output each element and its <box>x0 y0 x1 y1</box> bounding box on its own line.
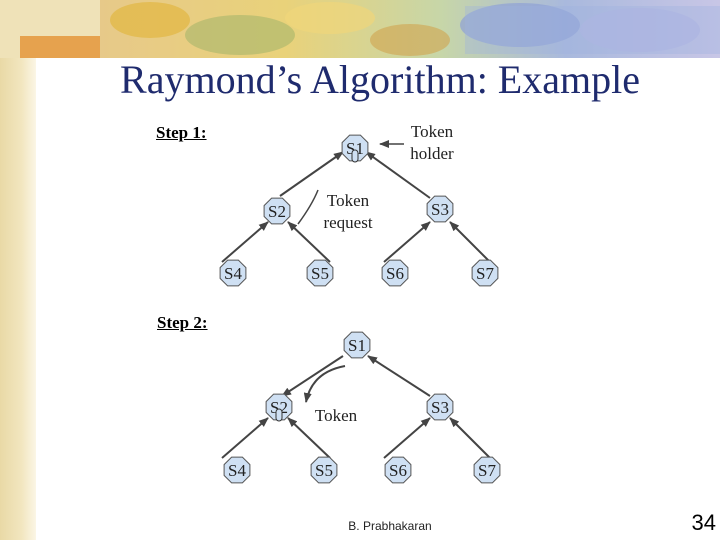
step1-node-s2: S2 <box>263 197 291 225</box>
step1-node-shape-s2 <box>263 197 291 225</box>
step1-node-shape-s3 <box>426 195 454 223</box>
step2-node-label-s5: S5 <box>315 461 333 480</box>
sidebar-decoration <box>0 0 36 540</box>
step1-label: Step 1: <box>156 123 207 142</box>
edge2-s3-s1 <box>367 355 431 397</box>
step2-node-s4: S4 <box>223 456 251 484</box>
step2-node-shape-s4 <box>223 456 251 484</box>
edge2-s5-s2 <box>287 417 331 459</box>
step2-edges <box>221 355 491 459</box>
token-request-line1: Token <box>326 191 370 210</box>
edge-s2-s1 <box>279 151 344 197</box>
step1-node-shape-s4 <box>219 259 247 287</box>
step1-node-s3: S3 <box>426 195 454 223</box>
edge-s4-s2 <box>221 221 269 263</box>
edge-s6-s3 <box>383 221 431 263</box>
token-label: Token <box>314 406 358 425</box>
step2-node-label-s7: S7 <box>478 461 496 480</box>
step2-node-label-s1: S1 <box>348 336 366 355</box>
step1-node-label-s1: S1 <box>346 139 364 158</box>
step1-node-s6: S6 <box>381 259 409 287</box>
banner-decoration <box>0 0 720 58</box>
step2-node-s3: S3 <box>426 393 454 421</box>
step2-node-label-s3: S3 <box>431 398 449 417</box>
step1-node-s4: S4 <box>219 259 247 287</box>
step2-node-s7: S7 <box>473 456 501 484</box>
edge2-s1-s2 <box>281 355 344 397</box>
step2-node-shape-s1 <box>343 331 371 359</box>
step1-node-label-s3: S3 <box>431 200 449 219</box>
edge2-s4-s2 <box>221 417 269 459</box>
step2-node-s6: S6 <box>384 456 412 484</box>
step1-node-label-s2: S2 <box>268 202 286 221</box>
step1-node-label-s6: S6 <box>386 264 404 283</box>
step2-node-s1: S1 <box>343 331 371 359</box>
step2-node-shape-s5 <box>310 456 338 484</box>
step1-node-s7: S7 <box>471 259 499 287</box>
step2-label: Step 2: <box>157 313 208 332</box>
token-passing-arrow <box>303 365 346 403</box>
token-request-label: Token request <box>314 190 382 234</box>
token-holder-line2: holder <box>410 144 454 163</box>
step1-node-label-s7: S7 <box>476 264 494 283</box>
footer-author: B. Prabhakaran <box>348 519 432 533</box>
step2-node-s5: S5 <box>310 456 338 484</box>
token-holder-label: Token holder <box>400 121 464 165</box>
step2-node-s2: S2 <box>265 393 293 422</box>
step1-node-label-s5: S5 <box>311 264 329 283</box>
step1-node-shape-s5 <box>306 259 334 287</box>
edge-s5-s2 <box>287 221 331 263</box>
banner-art <box>0 0 720 58</box>
token-holder-line1: Token <box>410 122 454 141</box>
step2-node-shape-s7 <box>473 456 501 484</box>
step1-node-shape-s7 <box>471 259 499 287</box>
step1-node-shape-s6 <box>381 259 409 287</box>
step2-node-label-s4: S4 <box>228 461 246 480</box>
step1-node-label-s4: S4 <box>224 264 242 283</box>
step2-node-label-s6: S6 <box>389 461 407 480</box>
edge2-s7-s3 <box>449 417 491 459</box>
token-request-line2: request <box>323 213 373 232</box>
step2-node-shape-s6 <box>384 456 412 484</box>
slide-title: Raymond’s Algorithm: Example <box>120 57 640 102</box>
step1-token-marker <box>351 149 359 163</box>
edge-s3-s1 <box>365 151 431 199</box>
edge2-s6-s3 <box>383 417 431 459</box>
step2-token-marker <box>275 408 283 422</box>
token-request-curve <box>297 189 319 225</box>
page-number: 34 <box>691 510 716 535</box>
edge-s7-s3 <box>449 221 491 263</box>
step2-node-label-s2: S2 <box>270 398 288 417</box>
step2-node-shape-s3 <box>426 393 454 421</box>
step1-edges <box>221 140 491 263</box>
step1-node-s1: S1 <box>341 134 369 163</box>
step1-node-s5: S5 <box>306 259 334 287</box>
